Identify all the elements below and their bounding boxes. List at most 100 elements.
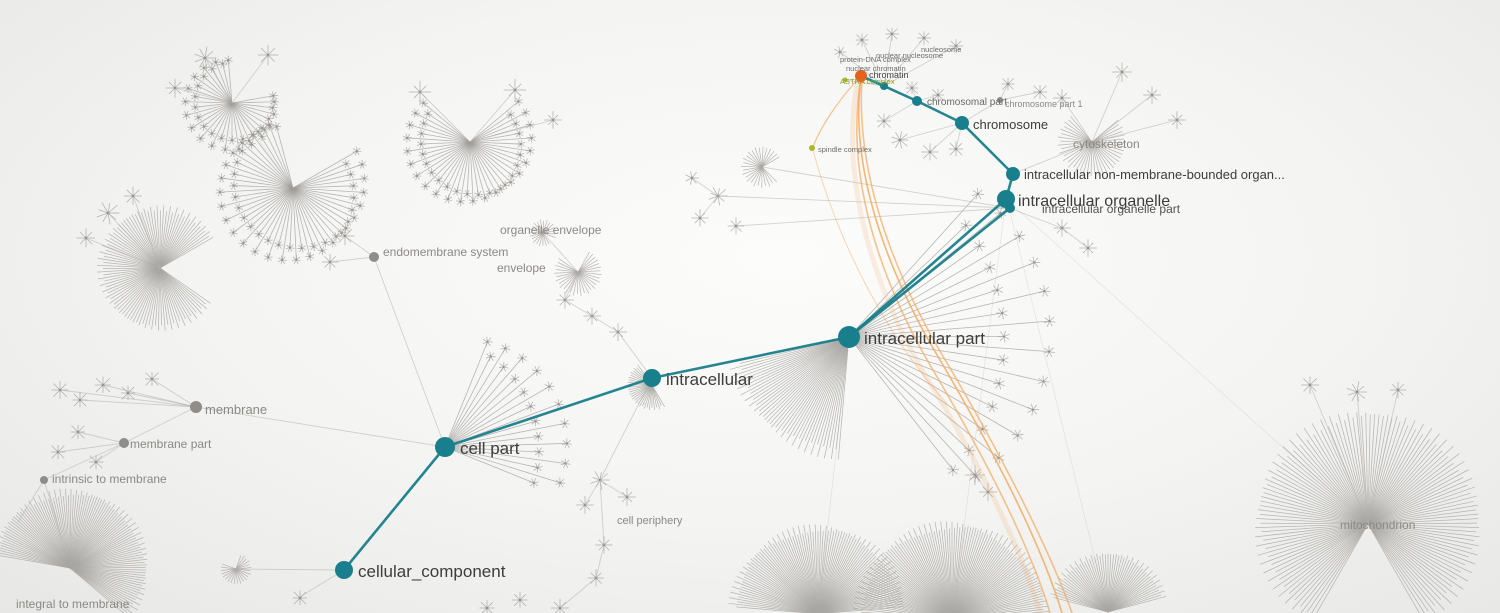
collapsed-subtree-fan[interactable] bbox=[848, 187, 1056, 483]
collapsed-node-cluster[interactable] bbox=[336, 227, 355, 246]
highlight-ancestry-edges-layer bbox=[812, 75, 1073, 613]
graph-edge bbox=[974, 474, 989, 493]
highlight-edge bbox=[860, 78, 1073, 613]
collapsed-subtree-fan[interactable] bbox=[1057, 115, 1126, 177]
graph-edge bbox=[564, 299, 593, 317]
node-chromosomal-part-node[interactable] bbox=[912, 96, 922, 106]
collapsed-node-cluster[interactable] bbox=[479, 600, 495, 613]
selected-path-edge bbox=[960, 121, 1015, 176]
node-intracellular-nmb-organelle[interactable] bbox=[1006, 167, 1020, 181]
collapsed-node-cluster[interactable] bbox=[71, 425, 86, 439]
node-intracellular-organelle-part[interactable] bbox=[1005, 203, 1015, 213]
collapsed-node-cluster[interactable] bbox=[1346, 381, 1367, 402]
collapsed-node-cluster[interactable] bbox=[50, 445, 66, 460]
collapsed-node-cluster[interactable] bbox=[257, 44, 279, 66]
node-selected-term[interactable] bbox=[855, 70, 867, 82]
collapsed-subtree-fan[interactable] bbox=[1050, 553, 1167, 613]
collapsed-node-cluster[interactable] bbox=[94, 376, 111, 394]
node-cellular-component[interactable] bbox=[335, 561, 353, 579]
graph-edge bbox=[839, 51, 885, 87]
collapsed-node-cluster[interactable] bbox=[921, 143, 939, 161]
selected-path-edge bbox=[342, 445, 447, 572]
graph-edge bbox=[329, 256, 375, 263]
collapsed-node-cluster[interactable] bbox=[685, 171, 699, 185]
highlighted-term-node[interactable] bbox=[842, 77, 848, 83]
term-node[interactable] bbox=[119, 438, 129, 448]
collapsed-node-cluster[interactable] bbox=[321, 254, 339, 271]
collapsed-subtrees-layer bbox=[0, 27, 1480, 613]
highlighted-term-node[interactable] bbox=[809, 145, 815, 151]
node-label-intracellular[interactable]: intracellular bbox=[666, 370, 753, 389]
node-label-cell-part[interactable]: cell part bbox=[460, 439, 520, 458]
term-node[interactable] bbox=[997, 97, 1003, 103]
graph-edge bbox=[1309, 384, 1369, 525]
node-intracellular-part[interactable] bbox=[838, 326, 860, 348]
graph-edge bbox=[231, 54, 269, 104]
collapsed-subtree-fan[interactable] bbox=[853, 521, 1051, 613]
graph-edge bbox=[373, 256, 446, 448]
collapsed-subtree-fan[interactable] bbox=[444, 336, 572, 488]
collapsed-node-cluster[interactable] bbox=[292, 590, 308, 606]
collapsed-node-cluster[interactable] bbox=[51, 381, 69, 399]
collapsed-node-cluster[interactable] bbox=[1053, 219, 1071, 237]
term-node[interactable] bbox=[369, 252, 379, 262]
collapsed-node-cluster[interactable] bbox=[576, 496, 594, 514]
term-node[interactable] bbox=[190, 401, 202, 413]
collapsed-node-cluster[interactable] bbox=[1079, 239, 1098, 257]
collapsed-subtree-fan[interactable] bbox=[180, 55, 279, 154]
collapsed-node-cluster[interactable] bbox=[1033, 85, 1048, 100]
collapsed-subtree-fan[interactable] bbox=[1255, 412, 1480, 613]
graph-edge bbox=[559, 577, 597, 609]
collapsed-subtree-fan[interactable] bbox=[727, 336, 850, 460]
collapsed-node-cluster[interactable] bbox=[1143, 86, 1162, 104]
collapsed-node-cluster[interactable] bbox=[76, 228, 96, 248]
collapsed-node-cluster[interactable] bbox=[891, 131, 909, 149]
collapsed-node-cluster[interactable] bbox=[691, 209, 709, 227]
node-label-intracellular-organelle[interactable]: intracellular organelle bbox=[1018, 193, 1170, 210]
collapsed-node-cluster[interactable] bbox=[876, 113, 891, 129]
collapsed-node-cluster[interactable] bbox=[905, 81, 919, 95]
node-label-intracellular-nmb-organelle[interactable]: intracellular non-membrane-bounded organ… bbox=[1024, 167, 1285, 182]
node-intracellular[interactable] bbox=[643, 369, 661, 387]
graph-edge-faint bbox=[1005, 198, 1369, 525]
nodes-layer bbox=[40, 70, 1020, 579]
node-chromosome[interactable] bbox=[955, 116, 969, 130]
collapsed-node-cluster[interactable] bbox=[948, 141, 964, 157]
node-cell-part[interactable] bbox=[435, 437, 455, 457]
collapsed-subtree-fan[interactable] bbox=[97, 205, 214, 331]
node-label-chromosome[interactable]: chromosome bbox=[973, 117, 1048, 132]
collapsed-node-cluster[interactable] bbox=[145, 371, 159, 386]
term-node[interactable] bbox=[40, 476, 48, 484]
collapsed-subtree-fan[interactable] bbox=[0, 488, 148, 613]
collapsed-node-cluster[interactable] bbox=[855, 33, 869, 47]
collapsed-subtree-fan[interactable] bbox=[402, 96, 536, 207]
collapsed-node-cluster[interactable] bbox=[194, 46, 217, 70]
collapsed-node-cluster[interactable] bbox=[512, 591, 528, 608]
collapsed-subtree-fan[interactable] bbox=[741, 146, 780, 188]
collapsed-subtree-fan[interactable] bbox=[529, 219, 557, 246]
graph-edge bbox=[861, 39, 885, 87]
node-label-intracellular-part[interactable]: intracellular part bbox=[864, 329, 985, 348]
collapsed-subtree-fan[interactable] bbox=[554, 251, 602, 296]
collapsed-node-cluster[interactable] bbox=[88, 454, 104, 470]
graph-edge bbox=[469, 119, 554, 143]
collapsed-node-cluster[interactable] bbox=[123, 186, 142, 205]
node-label-cellular-component[interactable]: cellular_component bbox=[358, 562, 506, 581]
collapsed-subtree-fan[interactable] bbox=[220, 555, 252, 585]
graph-edge bbox=[735, 207, 1010, 227]
node-chromatin-hub[interactable] bbox=[880, 82, 888, 90]
graph-edge bbox=[79, 399, 197, 408]
graph-edge bbox=[1091, 94, 1153, 143]
collapsed-subtree-fan[interactable] bbox=[728, 524, 905, 613]
graph-edge bbox=[883, 37, 925, 87]
highlight-edge bbox=[856, 77, 1051, 613]
collapsed-node-cluster[interactable] bbox=[550, 598, 569, 613]
collapsed-node-cluster[interactable] bbox=[1168, 111, 1187, 130]
collapsed-subtree-fan[interactable] bbox=[215, 120, 369, 265]
highlight-edge bbox=[812, 149, 949, 406]
collapsed-node-cluster[interactable] bbox=[165, 78, 185, 98]
collapsed-node-cluster[interactable] bbox=[834, 46, 847, 59]
collapsed-node-cluster[interactable] bbox=[72, 392, 88, 408]
